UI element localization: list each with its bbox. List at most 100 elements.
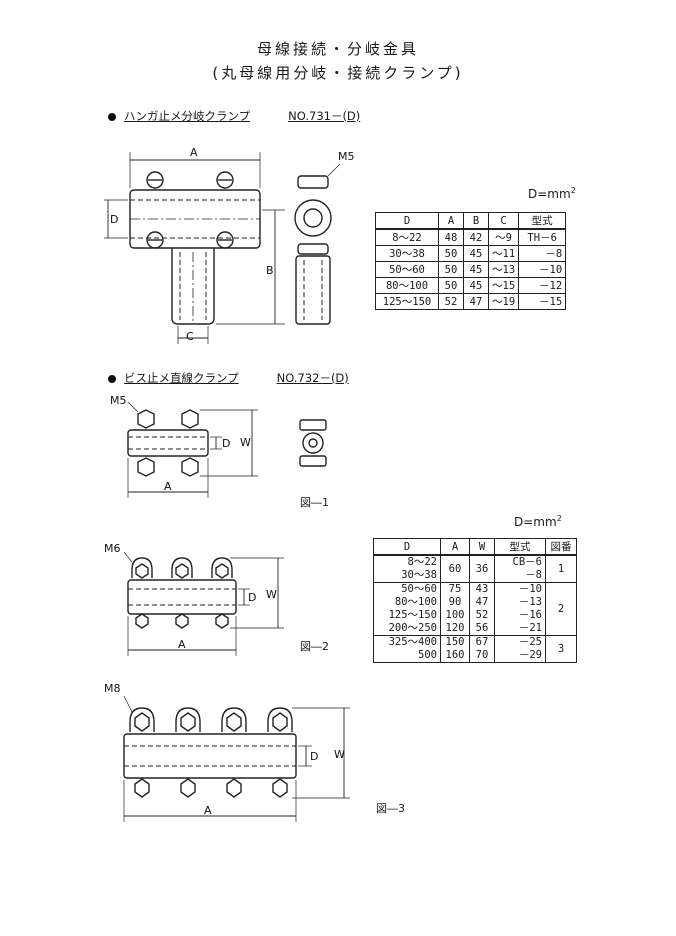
cell-line: 150 <box>445 636 465 648</box>
dim-label-M8: M8 <box>104 682 121 695</box>
table-header: D <box>373 538 441 556</box>
hex-nut-icon <box>137 409 199 477</box>
table-row: 50～60 80～100 125～150 200～250 75 90 100 1… <box>373 582 577 636</box>
table-cell: TH－6 <box>518 228 567 246</box>
dim-label-M6: M6 <box>104 542 121 555</box>
dim-label-A: A <box>190 146 198 159</box>
table-cell: 30～38 <box>375 245 439 262</box>
dim-label-M5: M5 <box>110 394 127 407</box>
table-cell: 45 <box>463 277 489 294</box>
page-title: 母線接続・分岐金具 <box>256 40 419 58</box>
page-subtitle: (丸母線用分岐・接続クランプ) <box>212 64 464 82</box>
table-cell: 50～60 <box>375 261 439 278</box>
cell-line: 56 <box>475 622 489 634</box>
table-cell: ～9 <box>487 228 520 246</box>
cell-line: －10 <box>518 583 542 595</box>
clamp-fig1-drawing: M5 D W A <box>110 394 327 498</box>
cell-line: 67 <box>475 636 489 648</box>
table-row: 30～38 50 45 ～11 －8 <box>375 245 567 262</box>
table-cell: 43 47 52 56 <box>469 582 495 636</box>
figure-label-2: 図―2 <box>300 640 329 653</box>
table-cell: 45 <box>463 245 489 262</box>
table-cell: 125～150 <box>375 293 439 310</box>
table-cell: 47 <box>463 293 489 310</box>
dim-label-A: A <box>164 480 172 493</box>
table-cell: 8～22 30～38 <box>373 554 441 583</box>
clamp-fig3-drawing: M8 D W A <box>104 682 350 822</box>
cell-line: －8 <box>525 569 542 581</box>
cell-line: 200～250 <box>388 622 437 634</box>
table-cell: －25 －29 <box>494 635 546 663</box>
section-code: NO.732－(D) <box>276 371 349 385</box>
cell-line: 125～150 <box>388 609 437 621</box>
table-cell: －12 <box>518 277 567 294</box>
table-cell: 50～60 80～100 125～150 200～250 <box>373 582 441 636</box>
bullet-icon <box>108 112 116 121</box>
unit-text: D=mm <box>514 515 557 529</box>
table-cell: 50 <box>438 261 464 278</box>
table-row: 80～100 50 45 ～15 －12 <box>375 277 567 294</box>
cell-line: －13 <box>518 596 542 608</box>
cell-line: －16 <box>518 609 542 621</box>
unit-exp: 2 <box>556 514 562 523</box>
table-cell: 50 <box>438 277 464 294</box>
dim-label-B: B <box>266 264 274 277</box>
table-header: 図番 <box>545 538 577 556</box>
table-cell: 3 <box>545 635 577 663</box>
table-header: C <box>487 212 520 230</box>
cell-line: 120 <box>445 622 465 634</box>
table-cell: －15 <box>518 293 567 310</box>
dim-label-D: D <box>222 437 230 450</box>
unit-exp: 2 <box>570 186 576 195</box>
dim-label-W: W <box>334 748 345 761</box>
table-row: 8～22 48 42 ～9 TH－6 <box>375 228 567 246</box>
table-cell: 36 <box>469 554 495 583</box>
cell-line: －21 <box>518 622 542 634</box>
table-cell: －10 <box>518 261 567 278</box>
table-cell: 50 <box>438 245 464 262</box>
table-header: W <box>469 538 495 556</box>
table-cell: 48 <box>438 228 464 246</box>
table-cell: 45 <box>463 261 489 278</box>
section-heading-732: ビス止メ直線クランプ NO.732－(D) <box>108 370 349 386</box>
unit-label: D=mm2 <box>514 514 562 529</box>
spec-table-731: D A B C 型式 8～22 48 42 ～9 TH－6 30～38 50 4… <box>375 212 567 310</box>
table-header-row: D A B C 型式 <box>375 212 567 230</box>
figure-label-1: 図―1 <box>300 496 329 509</box>
cell-line: 90 <box>448 596 462 608</box>
table-cell: －10 －13 －16 －21 <box>494 582 546 636</box>
table-cell: 8～22 <box>375 228 439 246</box>
table-header: 型式 <box>518 212 567 230</box>
section-name: ビス止メ直線クランプ <box>124 371 239 385</box>
bullet-icon <box>108 374 116 383</box>
table-cell: 60 <box>440 554 470 583</box>
table-cell: 42 <box>463 228 489 246</box>
cell-line: 100 <box>445 609 465 621</box>
cell-line: －29 <box>518 649 542 661</box>
table-header: 型式 <box>494 538 546 556</box>
cell-line: 80～100 <box>394 596 437 608</box>
unit-label: D=mm2 <box>528 186 576 201</box>
table-header: D <box>375 212 439 230</box>
dim-label-D: D <box>248 591 256 604</box>
dim-label-A: A <box>204 804 212 817</box>
dim-label-W: W <box>266 588 277 601</box>
table-cell: 52 <box>438 293 464 310</box>
table-header-row: D A W 型式 図番 <box>373 538 577 556</box>
dim-label-D: D <box>110 213 118 226</box>
clamp-fig2-drawing: M6 D W A <box>104 542 284 656</box>
dim-label-M5: M5 <box>338 150 355 163</box>
hex-nut-icon <box>131 557 233 629</box>
table-row: 325～400 500 150 160 67 70 －25 －29 3 <box>373 635 577 663</box>
table-row: 8～22 30～38 60 36 CB－6 －8 1 <box>373 554 577 583</box>
cell-line: CB－6 <box>512 556 542 568</box>
cell-line: 500 <box>418 649 437 661</box>
table-cell: 75 90 100 120 <box>440 582 470 636</box>
cell-line: 52 <box>475 609 489 621</box>
table-cell: CB－6 －8 <box>494 554 546 583</box>
table-header: A <box>440 538 470 556</box>
table-cell: 67 70 <box>469 635 495 663</box>
dim-label-C: C <box>186 330 194 343</box>
cell-line: 30～38 <box>401 569 437 581</box>
